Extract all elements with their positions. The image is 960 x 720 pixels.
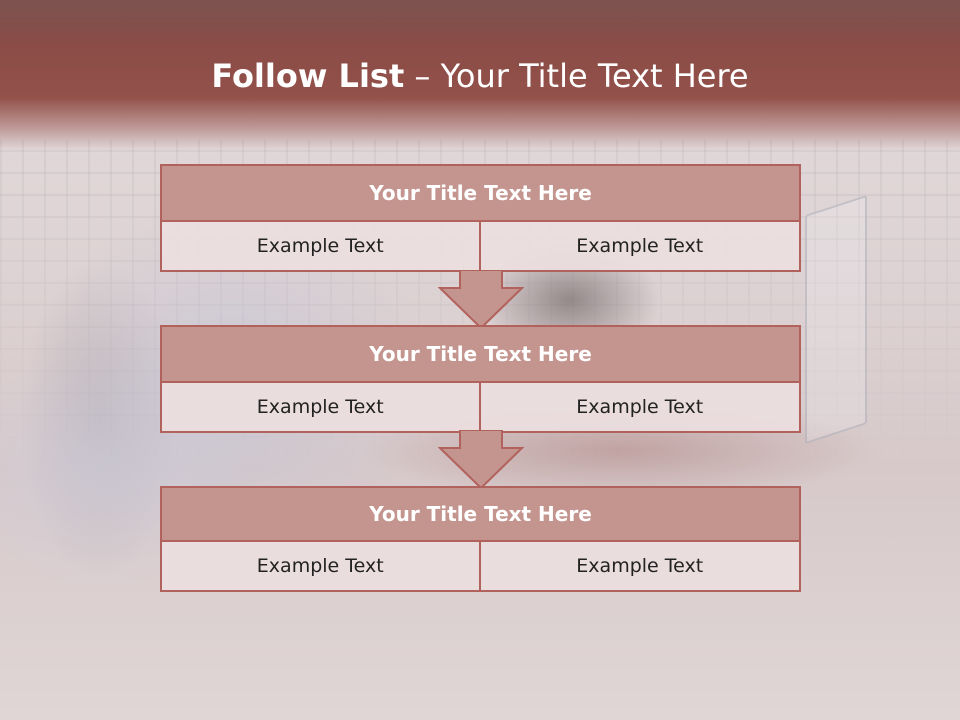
flow-step-cell-left: Example Text bbox=[160, 542, 481, 592]
slide-title-bold: Follow List bbox=[211, 57, 405, 95]
flow-step-3: Your Title Text Here Example Text Exampl… bbox=[160, 486, 801, 592]
flow-step-row: Example Text Example Text bbox=[160, 542, 801, 592]
flow-step-1: Your Title Text Here Example Text Exampl… bbox=[160, 164, 801, 272]
flow-step-title: Your Title Text Here bbox=[160, 325, 801, 383]
flow-step-title: Your Title Text Here bbox=[160, 164, 801, 222]
down-arrow-icon bbox=[438, 430, 524, 490]
flow-step-cell-left: Example Text bbox=[160, 222, 481, 272]
flow-step-cell-right: Example Text bbox=[480, 222, 801, 272]
slide-title-rest: – Your Title Text Here bbox=[404, 57, 749, 95]
flow-step-cell-right: Example Text bbox=[480, 383, 801, 433]
background-laptop bbox=[805, 194, 867, 445]
down-arrow-icon bbox=[438, 270, 524, 330]
flow-step-cell-left: Example Text bbox=[160, 383, 481, 433]
flow-step-row: Example Text Example Text bbox=[160, 383, 801, 433]
header-band bbox=[0, 0, 960, 150]
flow-step-cell-right: Example Text bbox=[480, 542, 801, 592]
flow-step-row: Example Text Example Text bbox=[160, 222, 801, 272]
slide-title: Follow List – Your Title Text Here bbox=[0, 56, 960, 96]
flow-step-title: Your Title Text Here bbox=[160, 486, 801, 542]
flow-step-2: Your Title Text Here Example Text Exampl… bbox=[160, 325, 801, 433]
